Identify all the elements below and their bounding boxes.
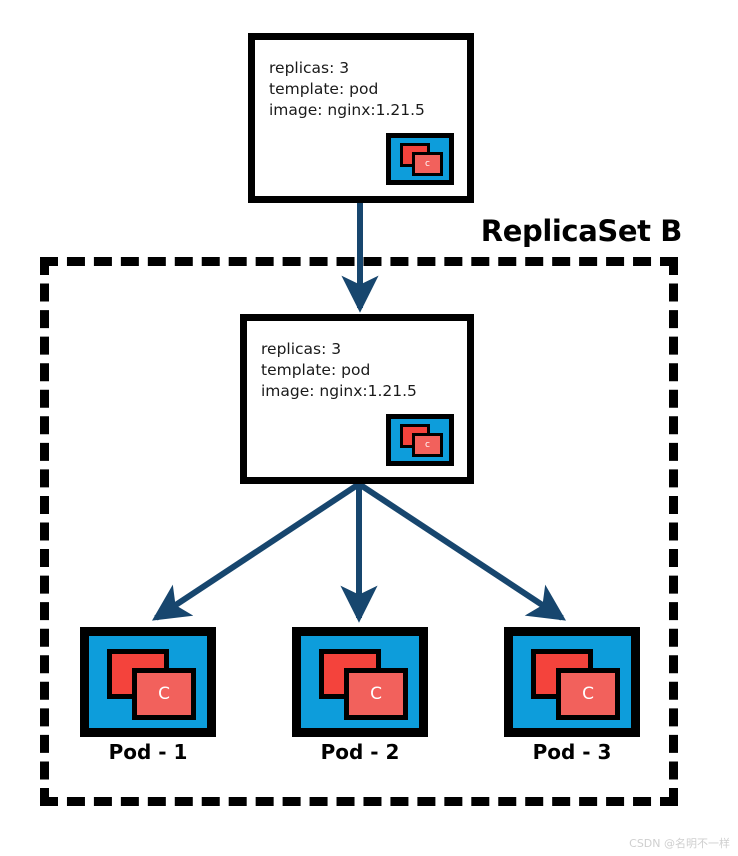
replicaset-spec-text: replicas: 3 template: pod image: nginx:1…	[261, 339, 417, 402]
pod-label: Pod - 1	[108, 740, 188, 764]
container-front-icon: C	[132, 668, 196, 720]
replicaset-replicas-line: replicas: 3	[261, 340, 342, 358]
pod-label: Pod - 3	[532, 740, 612, 764]
pod-card: C	[80, 627, 216, 737]
pod-label: Pod - 2	[320, 740, 400, 764]
container-front-icon: c	[412, 152, 443, 176]
container-front-icon: c	[412, 433, 443, 457]
pod-icon: c	[386, 133, 454, 185]
pod-card: C	[504, 627, 640, 737]
pod-card: C	[292, 627, 428, 737]
pod-icon: c	[386, 414, 454, 466]
replicaset-template-line: template: pod	[261, 361, 371, 379]
deployment-spec-box: replicas: 3 template: pod image: nginx:1…	[248, 33, 474, 203]
replicaset-spec-box: replicas: 3 template: pod image: nginx:1…	[240, 314, 474, 484]
container-front-icon: C	[344, 668, 408, 720]
deployment-replicas-line: replicas: 3	[269, 59, 350, 77]
replicaset-image-line: image: nginx:1.21.5	[261, 382, 417, 400]
watermark: CSDN @名明不一样	[629, 837, 730, 850]
deployment-image-line: image: nginx:1.21.5	[269, 101, 425, 119]
replicaset-title: ReplicaSet B	[480, 214, 683, 248]
deployment-template-line: template: pod	[269, 80, 379, 98]
deployment-spec-text: replicas: 3 template: pod image: nginx:1…	[269, 58, 425, 121]
container-front-icon: C	[556, 668, 620, 720]
